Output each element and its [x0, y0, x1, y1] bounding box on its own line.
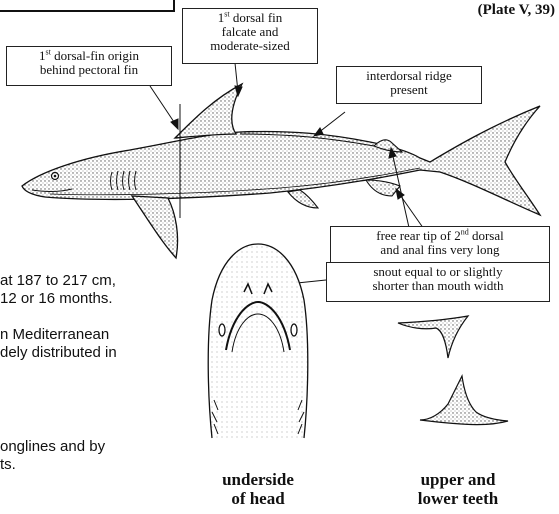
callout-first-dorsal-origin: 1st dorsal-fin origin behind pectoral fi… [6, 46, 172, 86]
callout-text: dorsal fin [230, 10, 283, 25]
body-text-line: 12 or 16 months. [0, 290, 113, 307]
caption-teeth: upper and lower teeth [396, 470, 520, 508]
shark-body [22, 106, 540, 215]
callout-text: behind pectoral fin [11, 63, 167, 77]
body-text-line: n Mediterranean [0, 326, 109, 343]
callout-snout: snout equal to or slightly shorter than … [326, 262, 550, 302]
callout-text: and anal fins very long [335, 243, 545, 257]
caption-line: underside [196, 470, 320, 489]
callout-first-dorsal-shape: 1st dorsal fin falcate and moderate-size… [182, 8, 318, 64]
body-text-line: onglines and by [0, 438, 105, 455]
callout-text: free rear tip of 2 [376, 228, 460, 243]
callout-text: snout equal to or slightly [331, 265, 545, 279]
body-text-line: dely distributed in [0, 344, 117, 361]
callout-text: falcate and [187, 25, 313, 39]
upper-tooth-drawing [398, 316, 468, 358]
lower-tooth-drawing [420, 376, 508, 425]
callout-text: moderate-sized [187, 39, 313, 53]
pectoral-fin [132, 196, 178, 258]
caption-line: lower teeth [396, 489, 520, 508]
caption-head-underside: underside of head [196, 470, 320, 508]
callout-interdorsal-ridge: interdorsal ridge present [336, 66, 482, 104]
head-underside-drawing [208, 244, 308, 438]
callout-free-rear-tip: free rear tip of 2nd dorsal and anal fin… [330, 226, 550, 266]
first-dorsal-fin [175, 84, 242, 138]
callout-text: shorter than mouth width [331, 279, 545, 293]
callout-text: dorsal-fin origin [51, 48, 139, 63]
body-text-line: ts. [0, 456, 16, 473]
callout-text: interdorsal ridge [341, 69, 477, 83]
caption-line: of head [196, 489, 320, 508]
pelvic-fin [288, 190, 318, 208]
callout-text: present [341, 83, 477, 97]
anal-fin [366, 180, 400, 196]
body-text-line: at 187 to 217 cm, [0, 272, 116, 289]
callout-text: dorsal [469, 228, 504, 243]
caption-line: upper and [396, 470, 520, 489]
callout-text: nd [461, 228, 469, 237]
